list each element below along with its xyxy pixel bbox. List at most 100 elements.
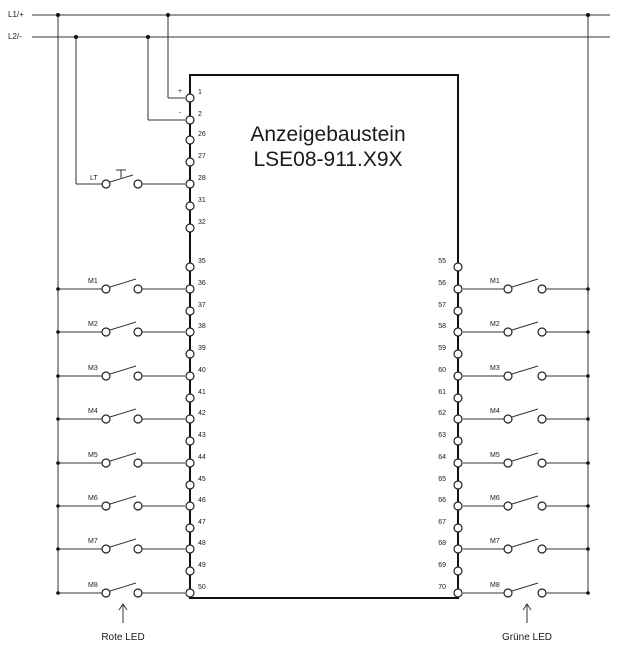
terminal-46 <box>185 501 195 511</box>
terminal-61 <box>453 393 463 403</box>
contact-right-blade <box>511 408 539 418</box>
contact-left-a <box>101 501 111 511</box>
terminal-43 <box>185 436 195 446</box>
contact-left-blade <box>109 452 137 462</box>
terminal-66-number: 66 <box>438 497 446 504</box>
junction-dot <box>586 374 590 378</box>
terminal-1-number: 1 <box>198 89 202 96</box>
terminal-1 <box>185 93 195 103</box>
terminal-63-number: 63 <box>438 432 446 439</box>
terminal-42 <box>185 414 195 424</box>
contact-right-a <box>503 327 513 337</box>
terminal-68-number: 68 <box>438 540 446 547</box>
terminal-40 <box>185 371 195 381</box>
junction-dot <box>586 461 590 465</box>
caption-left: Rote LED <box>101 632 144 643</box>
terminal-26-number: 26 <box>198 131 206 138</box>
terminal-66 <box>453 501 463 511</box>
terminal-27 <box>185 157 195 167</box>
junction-dot <box>56 330 60 334</box>
rail-l1-label: L1/+ <box>8 10 24 19</box>
terminal-43-number: 43 <box>198 432 206 439</box>
contact-left-b <box>133 501 143 511</box>
junction-dot <box>56 13 60 17</box>
junction-dot <box>586 591 590 595</box>
contact-right-a <box>503 458 513 468</box>
contact-right-blade <box>511 452 539 462</box>
contact-right-b <box>537 501 547 511</box>
contact-right-blade <box>511 278 539 288</box>
contact-right-b <box>537 327 547 337</box>
contact-right-label: M5 <box>490 452 500 459</box>
contact-left-b <box>133 458 143 468</box>
terminal-62-number: 62 <box>438 410 446 417</box>
contact-right-label: M3 <box>490 365 500 372</box>
lamp-test-pushbutton <box>101 169 185 189</box>
terminal-41-number: 41 <box>198 389 206 396</box>
terminal-2-sign: - <box>179 110 182 117</box>
caption-right: Grüne LED <box>502 632 552 643</box>
terminal-69-number: 69 <box>438 562 446 569</box>
terminal-27-number: 27 <box>198 153 206 160</box>
terminal-28-number: 28 <box>198 175 206 182</box>
terminal-64 <box>453 458 463 468</box>
junction-dot <box>56 374 60 378</box>
junction-dot <box>56 287 60 291</box>
terminal-61-number: 61 <box>438 389 446 396</box>
terminal-38-number: 38 <box>198 323 206 330</box>
contact-left-blade <box>109 582 137 592</box>
contact-left-label: M8 <box>88 582 98 589</box>
terminal-65 <box>453 480 463 490</box>
terminal-50-number: 50 <box>198 584 206 591</box>
contact-left-blade <box>109 495 137 505</box>
contact-left-a <box>101 544 111 554</box>
contact-left-label: M4 <box>88 408 98 415</box>
contact-right-b <box>537 588 547 598</box>
terminal-55-number: 55 <box>438 258 446 265</box>
terminal-59-number: 59 <box>438 345 446 352</box>
terminal-40-number: 40 <box>198 367 206 374</box>
contact-right-a <box>503 544 513 554</box>
contact-left-a <box>101 458 111 468</box>
terminal-56-number: 56 <box>438 280 446 287</box>
terminal-38 <box>185 327 195 337</box>
terminal-2-number: 2 <box>198 111 202 118</box>
junction-dot <box>56 547 60 551</box>
junction-dot <box>56 417 60 421</box>
junction-dot <box>74 35 78 39</box>
terminal-47-number: 47 <box>198 519 206 526</box>
terminal-62 <box>453 414 463 424</box>
contact-right-label: M4 <box>490 408 500 415</box>
junction-dot <box>586 504 590 508</box>
contact-right-label: M8 <box>490 582 500 589</box>
contact-right-label: M2 <box>490 321 500 328</box>
terminal-49-number: 49 <box>198 562 206 569</box>
terminal-48-number: 48 <box>198 540 206 547</box>
terminal-58 <box>453 327 463 337</box>
junction-dot <box>56 461 60 465</box>
terminal-42-number: 42 <box>198 410 206 417</box>
terminal-55 <box>453 262 463 272</box>
terminal-69 <box>453 566 463 576</box>
contact-left-b <box>133 414 143 424</box>
contact-left-b <box>133 544 143 554</box>
terminal-68 <box>453 544 463 554</box>
terminal-44 <box>185 458 195 468</box>
contact-right-b <box>537 284 547 294</box>
terminal-56 <box>453 284 463 294</box>
terminal-65-number: 65 <box>438 476 446 483</box>
junction-dot <box>166 13 170 17</box>
terminal-35 <box>185 262 195 272</box>
junction-dot <box>586 13 590 17</box>
terminal-39-number: 39 <box>198 345 206 352</box>
right-arrow <box>522 603 532 623</box>
contact-left-blade <box>109 538 137 548</box>
contact-right-blade <box>511 495 539 505</box>
contact-right-a <box>503 501 513 511</box>
rail-l2-label: L2/- <box>8 32 22 41</box>
junction-dot <box>56 504 60 508</box>
contact-left-blade <box>109 278 137 288</box>
terminal-57-number: 57 <box>438 302 446 309</box>
contact-left-label: M5 <box>88 452 98 459</box>
contact-left-b <box>133 284 143 294</box>
